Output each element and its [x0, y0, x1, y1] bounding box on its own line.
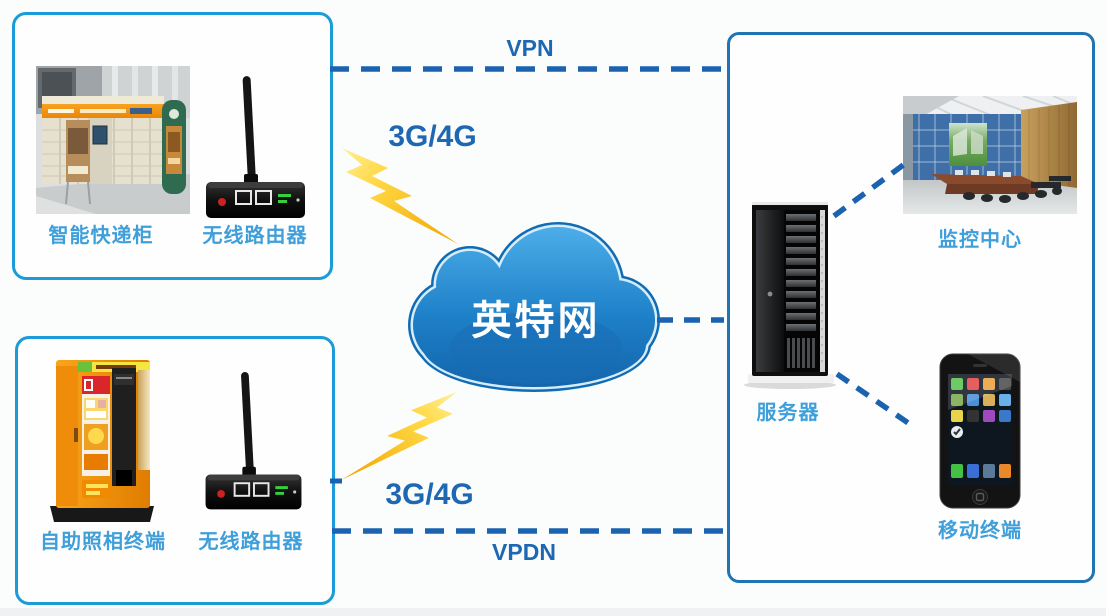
smart-express-cabinet-image	[36, 66, 190, 214]
server-label: 服务器	[756, 402, 820, 424]
monitoring-room-image	[903, 96, 1077, 214]
router-bottom-label: 无线路由器	[198, 531, 304, 553]
smartphone-image	[939, 353, 1021, 509]
monitor-center-label: 监控中心	[938, 229, 1022, 251]
cloud-label: 英特网	[472, 299, 601, 343]
photo-kiosk-image	[50, 360, 154, 522]
wireless-router-image-top	[206, 76, 305, 218]
wireless-router-image-bottom	[205, 371, 302, 510]
mobile-terminal-label: 移动终端	[938, 520, 1022, 542]
g34-bottom-label: 3G/4G	[385, 478, 474, 511]
internet-cloud: 英特网	[408, 222, 660, 392]
server-rack-image	[744, 202, 836, 389]
lightning-bolt-bottom	[341, 391, 457, 481]
express-cabinet-label: 智能快递柜	[48, 225, 154, 247]
vpn-label: VPN	[506, 35, 554, 61]
g34-top-label: 3G/4G	[388, 120, 477, 153]
bottom-shadow	[0, 608, 1106, 616]
photo-terminal-label: 自助照相终端	[40, 531, 166, 553]
vpdn-label: VPDN	[492, 539, 556, 565]
router-top-label: 无线路由器	[202, 225, 308, 247]
